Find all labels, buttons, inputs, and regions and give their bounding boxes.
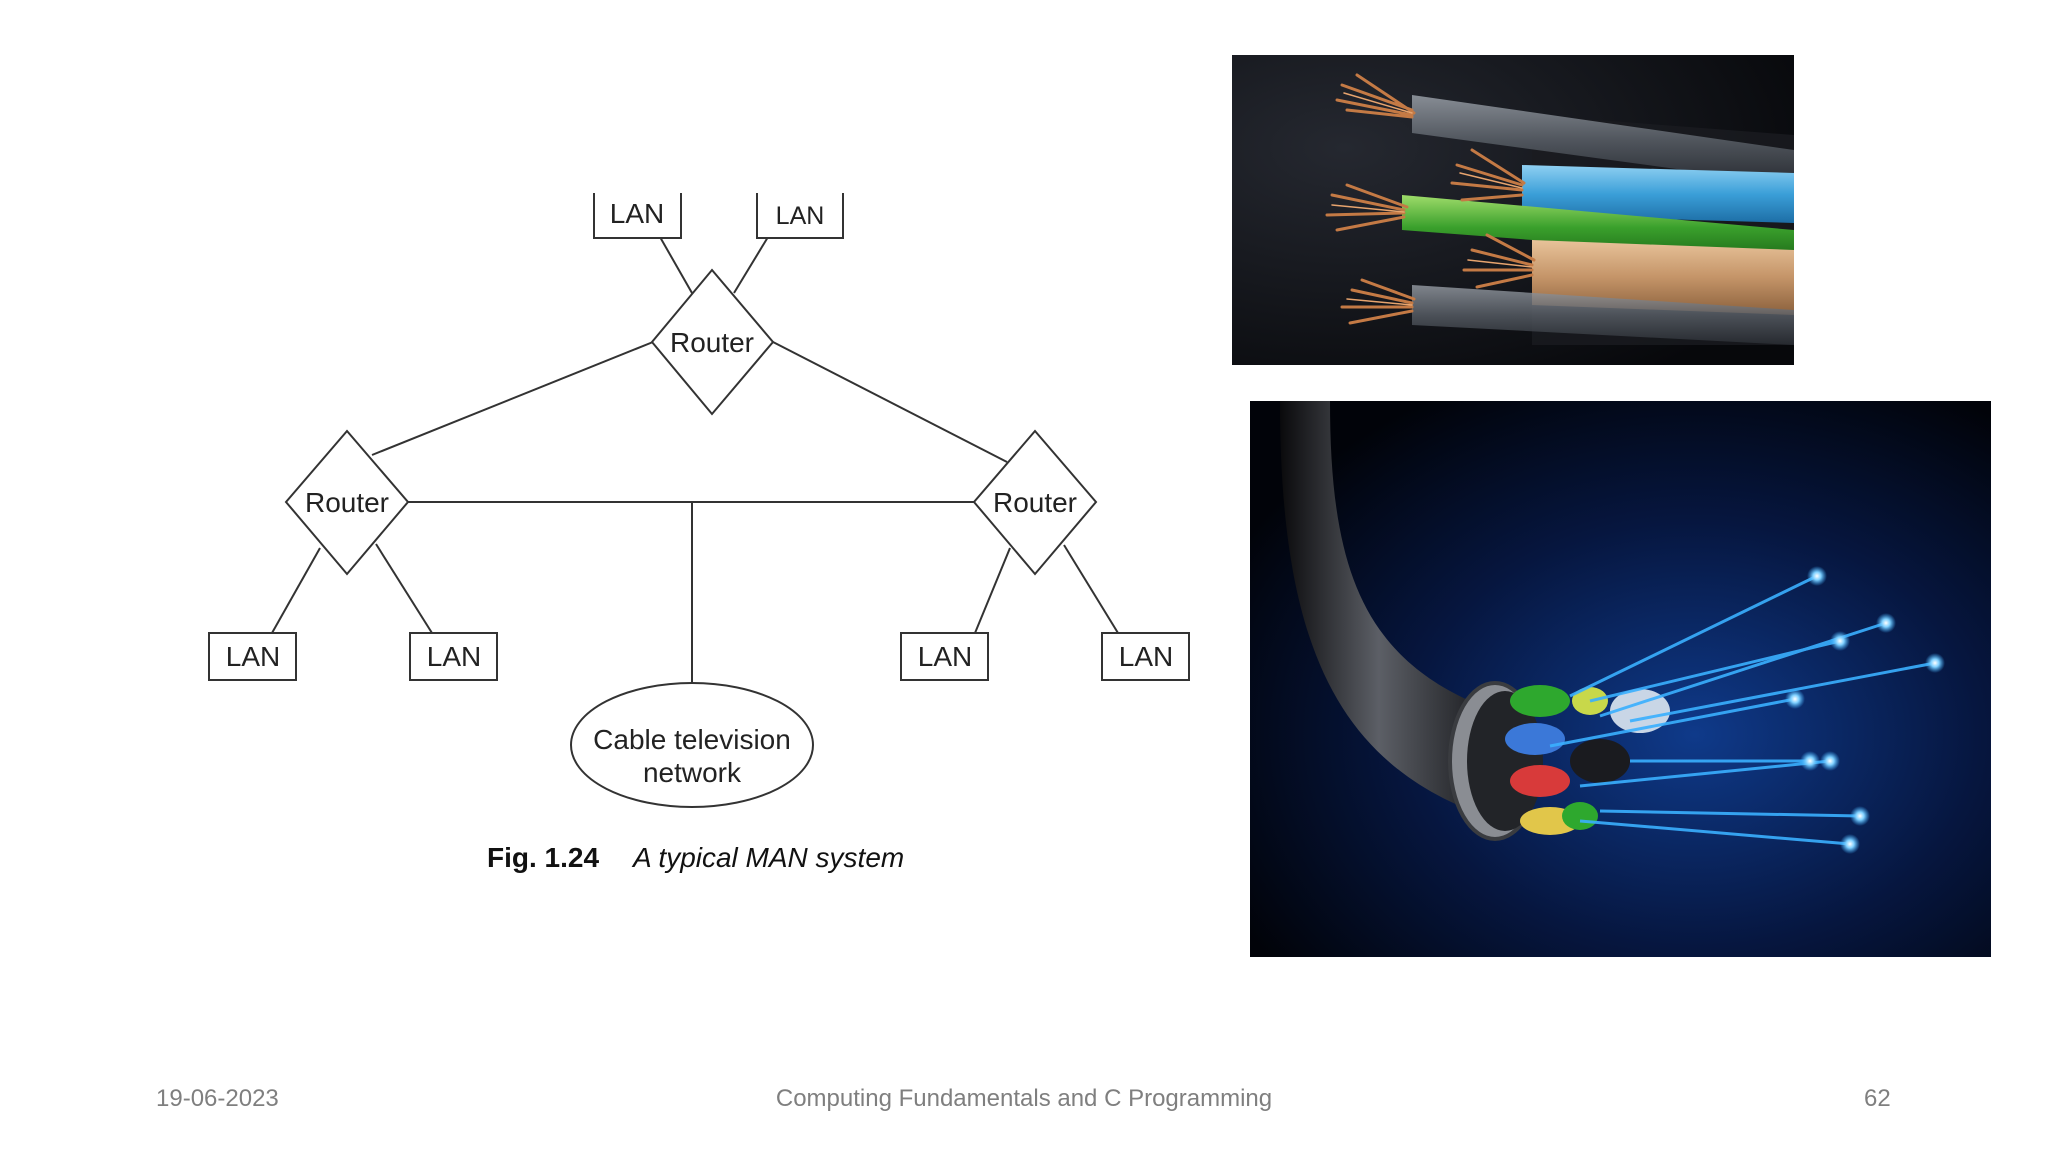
link-lan-top-left (659, 236, 693, 294)
lan-box-top-1 (593, 193, 682, 239)
router-left (284, 429, 410, 576)
router-right (972, 429, 1098, 576)
footer-title: Computing Fundamentals and C Programming (775, 1085, 1273, 1112)
link-left-lan1 (271, 547, 321, 634)
router-label-top: Router (670, 327, 754, 358)
router-top (650, 268, 775, 416)
lan-label-left-1: LAN (226, 641, 280, 672)
lan-box-right-2 (1101, 632, 1190, 681)
lan-box-top-2 (756, 193, 844, 239)
router-label-left: Router (305, 487, 389, 518)
lan-label-right-2: LAN (1119, 641, 1173, 672)
figure-number: Fig. 1.24 (487, 842, 599, 873)
fiber-optic-cable-photo (1250, 401, 1991, 957)
lan-label-right-1: LAN (918, 641, 972, 672)
link-router-top-right (772, 341, 1008, 463)
copper-cable-photo (1232, 55, 1794, 365)
cable-tv-network-node (570, 682, 814, 808)
lan-box-left-1 (208, 632, 297, 681)
link-right-lan1 (974, 547, 1011, 634)
lan-label-left-2: LAN (427, 641, 481, 672)
footer-date: 19-06-2023 (156, 1085, 279, 1112)
lan-label-top-1: LAN (610, 198, 664, 229)
figure-caption: A typical MAN system (631, 842, 904, 873)
link-right-lan2 (1063, 544, 1119, 634)
router-label-right: Router (993, 487, 1077, 518)
cable-tv-label-line1: Cable television (593, 724, 791, 755)
cable-tv-label-line2: network (643, 757, 742, 788)
link-lan-top-right (733, 236, 769, 294)
link-left-lan2 (375, 543, 433, 634)
link-router-top-left (371, 341, 654, 456)
lan-box-right-1 (900, 632, 989, 681)
slide-number: 62 (1864, 1085, 1891, 1112)
lan-label-top-2: LAN (776, 202, 825, 230)
man-diagram: LAN LAN Router Router Router LAN LAN LAN… (208, 193, 1190, 873)
lan-box-left-2 (409, 632, 498, 681)
